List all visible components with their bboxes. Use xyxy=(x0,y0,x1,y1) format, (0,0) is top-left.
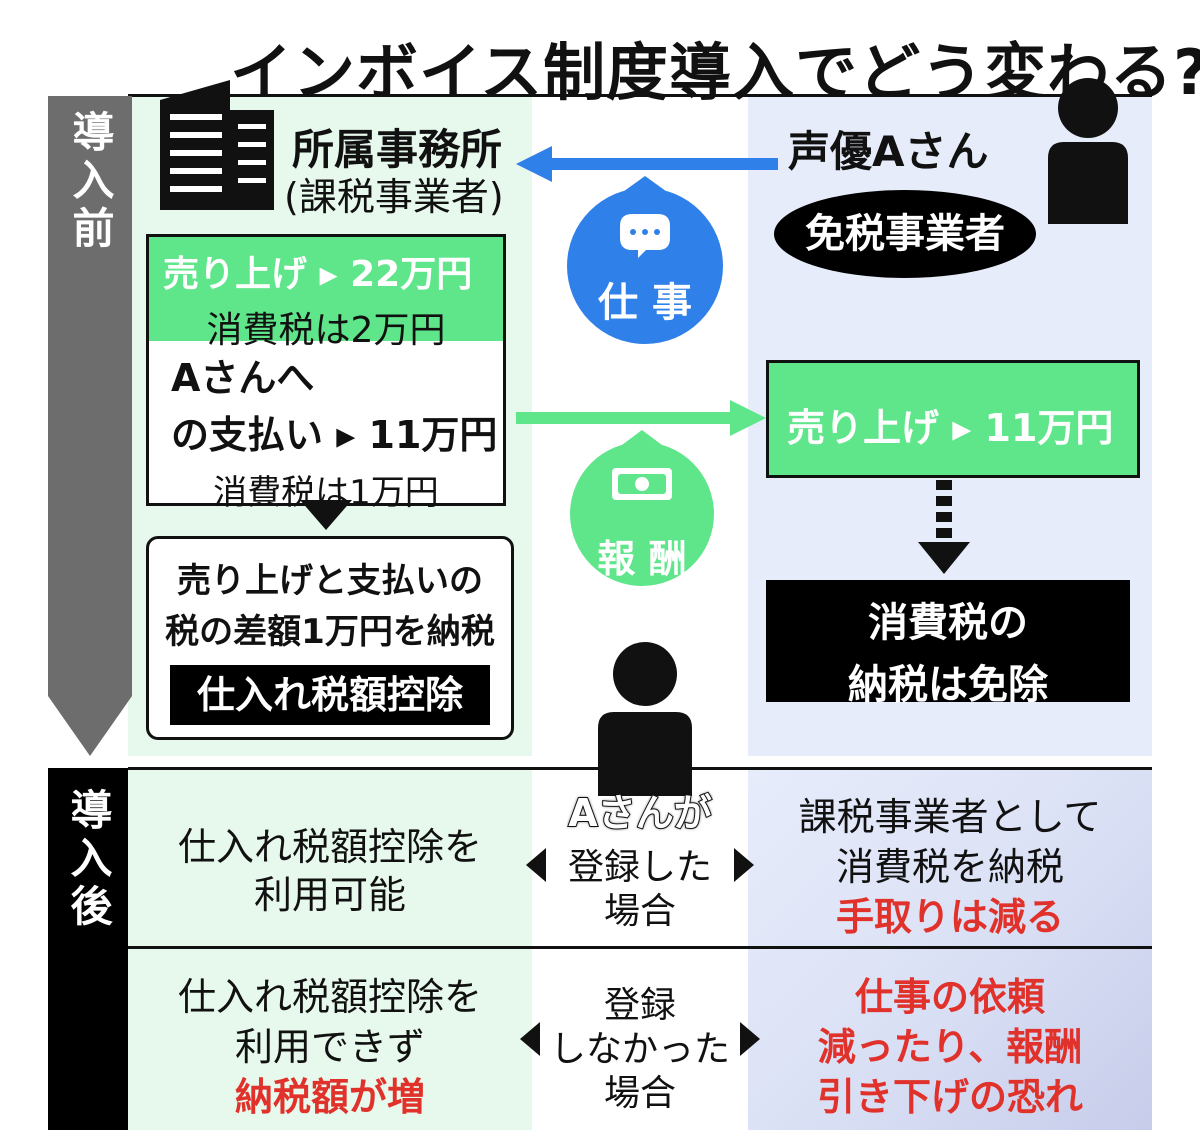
before-section-label: 導入前 xyxy=(48,110,132,254)
after-mid-divider xyxy=(128,946,1152,949)
payment-line2: の支払い ▸ 11万円 xyxy=(171,413,498,457)
before-section-bar xyxy=(48,96,132,756)
not-registered-left-line3: 納税額が増 xyxy=(234,1075,425,1119)
registered-right-line3: 手取りは減る xyxy=(835,895,1064,939)
building-icon xyxy=(160,80,274,210)
registered-left-arrow xyxy=(526,848,546,882)
actor-type-badge: 免税事業者 xyxy=(774,190,1036,278)
tax-exempt-line1: 消費税の xyxy=(868,600,1028,646)
payment-arrow xyxy=(516,400,766,436)
work-bubble xyxy=(567,176,723,344)
not-registered-condition-line3: 場合 xyxy=(603,1073,676,1114)
input-tax-credit-text: 仕入れ税額控除 xyxy=(196,673,463,717)
input-tax-credit-label: 仕入れ税額控除 xyxy=(170,665,490,725)
down-pointer xyxy=(300,500,352,530)
page-title: インボイス制度導入でどう変わる? xyxy=(230,36,1200,109)
office-sales-header: 売り上げ ▸ 22万円 消費税は2万円 xyxy=(149,237,503,351)
person-icon xyxy=(1048,78,1128,224)
dashed-down-arrow xyxy=(918,480,970,574)
registered-right-line2: 消費税を納税 xyxy=(835,845,1064,889)
actor-sales-value: 売り上げ ▸ 11万円 xyxy=(787,406,1114,450)
after-section-label: 導入後 xyxy=(48,788,128,932)
net-tax-box: 売り上げと支払いの 税の差額1万円を納税 仕入れ税額控除 xyxy=(146,536,514,740)
office-name: 所属事務所 xyxy=(292,125,503,174)
tax-exempt-box: 消費税の 納税は免除 xyxy=(766,580,1130,708)
work-arrow xyxy=(516,146,778,182)
office-sales-tax: 消費税は2万円 xyxy=(206,310,446,351)
pay-bubble-label: 報 酬 xyxy=(597,537,687,581)
not-registered-condition-line1: 登録 xyxy=(603,985,676,1026)
actor-type-text: 免税事業者 xyxy=(805,211,1005,257)
center-person-icon xyxy=(598,642,692,796)
not-registered-condition-line2: しなかった xyxy=(549,1029,730,1070)
office-sales-value: 売り上げ ▸ 22万円 xyxy=(163,254,473,295)
net-tax-line1: 売り上げと支払いの xyxy=(177,561,483,601)
actor-name: 声優Aさん xyxy=(788,127,989,176)
payment-line1: Aさんへ xyxy=(171,356,315,400)
actor-panel-after xyxy=(748,768,1152,1130)
not-registered-right-line2: 減ったり、報酬 xyxy=(817,1025,1083,1069)
office-type: (課税事業者) xyxy=(284,175,504,219)
registered-left-line1: 仕入れ税額控除を xyxy=(177,825,482,869)
net-tax-line2: 税の差額1万円を納税 xyxy=(165,612,495,652)
not-registered-right-line3: 引き下げの恐れ xyxy=(816,1075,1083,1119)
after-section-text: 導入後 xyxy=(64,788,113,932)
after-section-bar xyxy=(48,768,128,1130)
not-registered-left-line1: 仕入れ税額控除を xyxy=(177,975,482,1019)
tax-exempt-line2: 納税は免除 xyxy=(848,662,1048,708)
work-bubble-label: 仕 事 xyxy=(598,280,692,326)
not-registered-left-arrow xyxy=(520,1022,540,1056)
top-divider xyxy=(128,94,1152,97)
pay-bubble xyxy=(570,430,714,586)
registered-condition-head: Aさんが xyxy=(567,790,712,836)
registered-condition-line1: 登録した xyxy=(567,847,712,888)
actor-sales-box: 売り上げ ▸ 11万円 xyxy=(766,360,1140,478)
registered-condition-line2: 場合 xyxy=(603,891,676,932)
not-registered-right-arrow xyxy=(740,1022,760,1056)
registered-right-line1: 課税事業者として xyxy=(798,795,1102,839)
not-registered-right-line1: 仕事の依頼 xyxy=(854,975,1045,1019)
before-section-text: 導入前 xyxy=(66,110,115,254)
registered-right-arrow xyxy=(734,848,754,882)
registered-left-line2: 利用可能 xyxy=(253,873,406,917)
not-registered-left-line2: 利用できず xyxy=(234,1025,425,1069)
office-panel-after xyxy=(128,768,532,1130)
office-sales-box: 売り上げ ▸ 22万円 消費税は2万円 Aさんへ の支払い ▸ 11万円 消費税… xyxy=(146,234,506,513)
